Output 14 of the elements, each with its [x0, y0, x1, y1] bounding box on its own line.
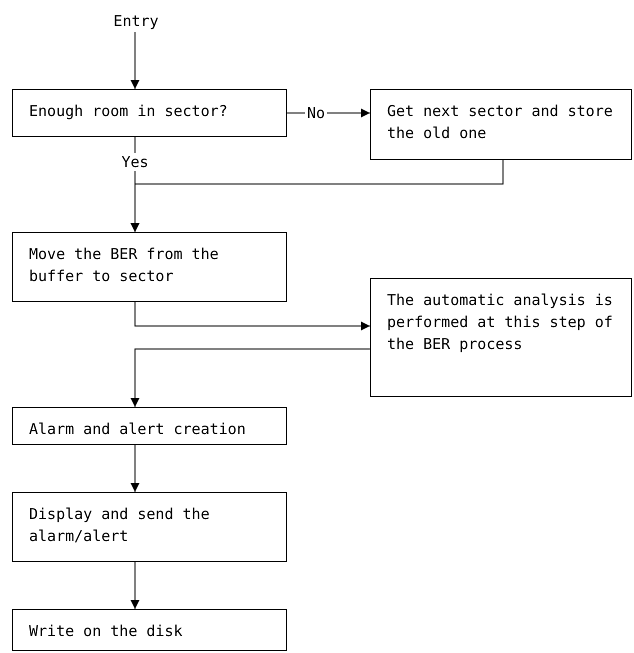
process-box: Get next sector and store the old one: [370, 89, 632, 160]
arrow: [134, 302, 370, 330]
process-box: Enough room in sector?: [12, 89, 287, 137]
arrow: [130, 348, 370, 408]
arrow: [130, 160, 504, 232]
entry-label: Entry: [110, 10, 162, 32]
arrow: [130, 32, 140, 90]
arrow: [130, 562, 140, 610]
process-box: Write on the disk: [12, 609, 287, 651]
arrow: [130, 444, 140, 492]
process-box: Move the BER from the buffer to sector: [12, 232, 287, 302]
process-box: Alarm and alert creation: [12, 407, 287, 445]
process-box: The automatic analysis is performed at this step of the BER process: [370, 278, 632, 397]
process-box: Display and send the alarm/alert: [12, 492, 287, 562]
